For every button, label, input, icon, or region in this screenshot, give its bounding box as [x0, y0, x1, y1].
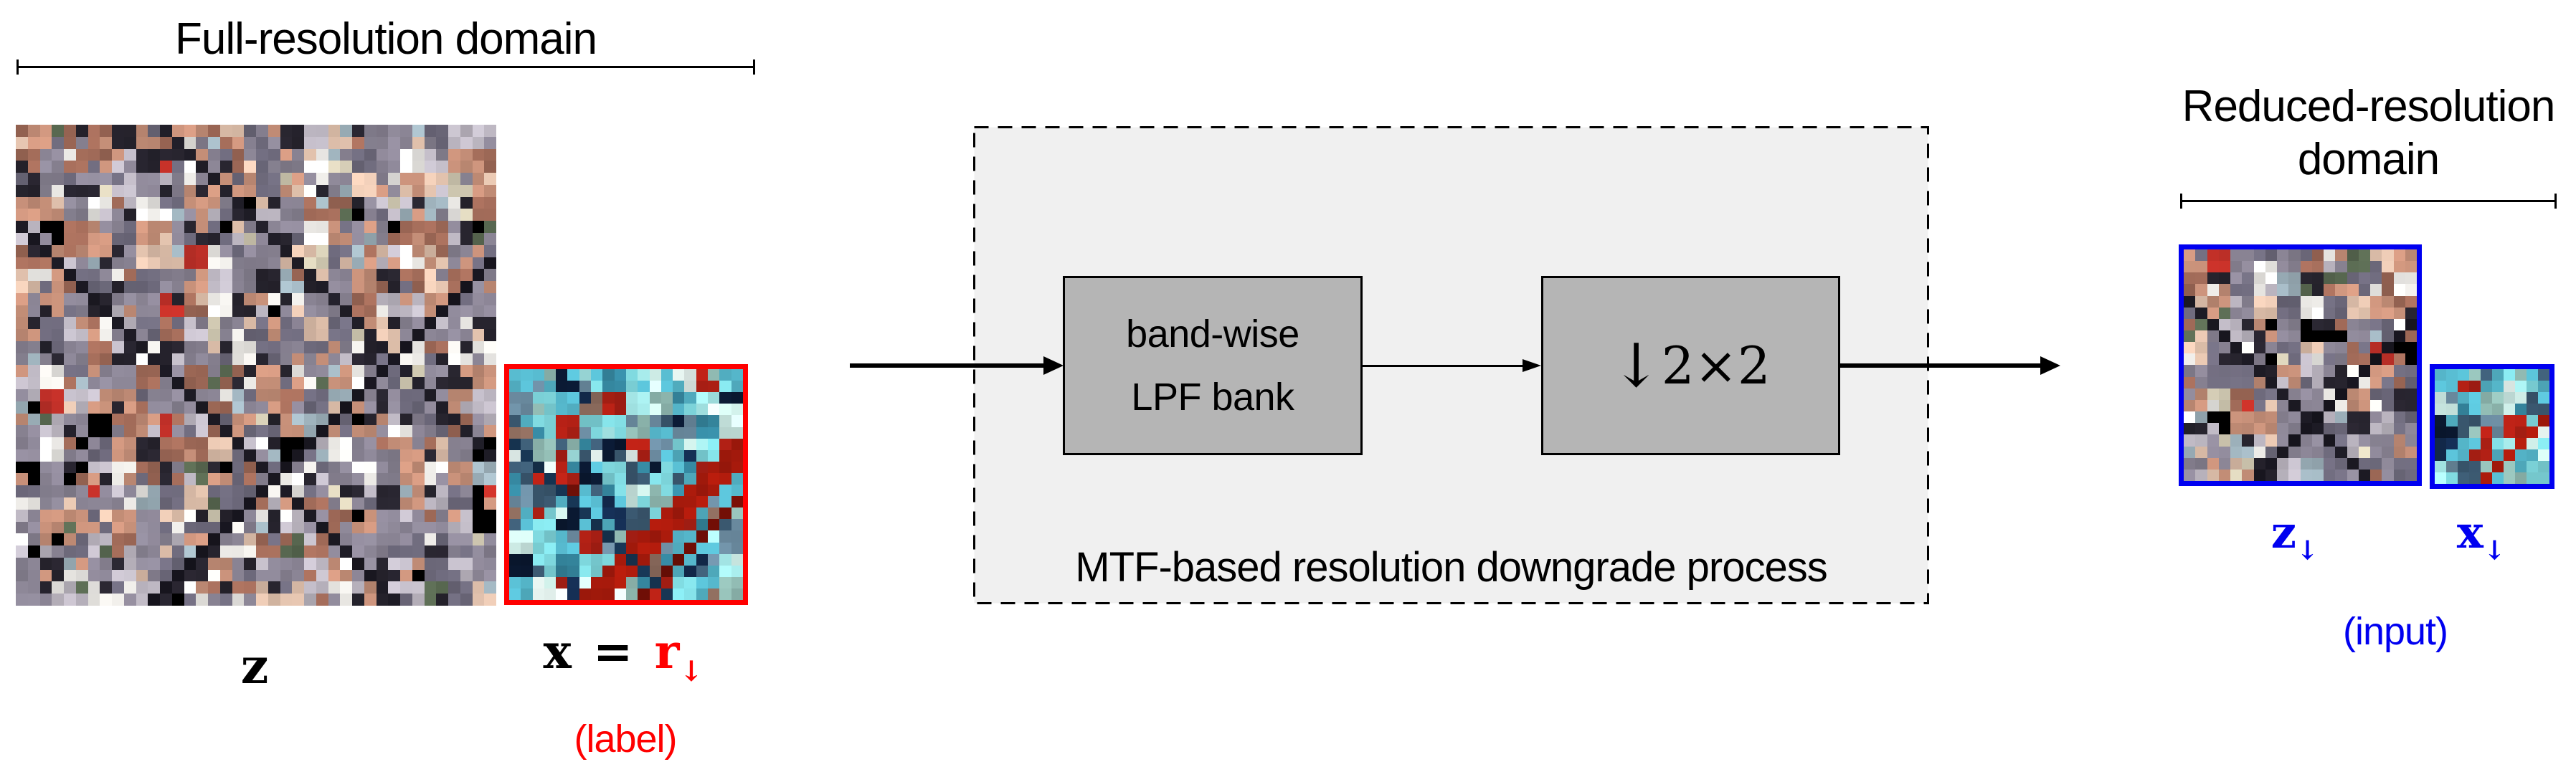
mtf-process-caption: MTF-based resolution downgrade process [1075, 544, 1827, 591]
lpf-block-line2: LPF bank [1131, 376, 1294, 419]
output-arrowhead-icon [2040, 356, 2060, 375]
downsample-arrow-icon: ↓ [1611, 330, 1662, 401]
x-down-symbol: x [2456, 506, 2483, 558]
x-down-arrow-icon: ↓ [2483, 534, 2506, 566]
x-reduced-image-blue-border [2430, 364, 2554, 489]
lpf-block-line1: band-wise [1126, 313, 1299, 356]
x-equals-r-label: x = r↓ [444, 628, 802, 695]
reduced-res-title-line2: domain [2297, 135, 2440, 184]
z-reduced-image-blue-border [2179, 244, 2422, 486]
full-res-domain-title: Full-resolution domain [175, 14, 597, 64]
full-res-bracket-tick-right [753, 59, 755, 75]
x-label-image-red-border [504, 364, 748, 605]
full-res-bracket-tick-left [16, 59, 19, 75]
x-symbol: x [543, 624, 572, 680]
bandwise-lpf-bank-block: band-wise LPF bank [1063, 276, 1363, 455]
full-res-bracket-line [16, 66, 755, 68]
input-arrowhead-icon [1043, 356, 1064, 375]
z-reduced-symbol-label: z↓ [2223, 510, 2367, 573]
reduced-res-title-line1: Reduced-resolution [2182, 82, 2556, 131]
label-annotation: (label) [574, 718, 677, 761]
reduced-res-domain-title: Reduced-resolution domain [2180, 80, 2557, 186]
input-annotation: (input) [2342, 610, 2448, 653]
z-down-symbol: z [2270, 506, 2297, 558]
reduced-res-bracket-tick-left [2180, 194, 2182, 209]
downsample-2x2-block: ↓2×2 [1541, 276, 1840, 455]
reduced-res-bracket-line [2180, 200, 2557, 202]
down-arrow-icon: ↓ [679, 654, 704, 688]
z-down-arrow-icon: ↓ [2296, 534, 2319, 566]
equals-sign: = [593, 624, 633, 680]
z-full-resolution-image [16, 125, 496, 606]
x-reduced-symbol-label: x↓ [2410, 510, 2553, 573]
inter-block-arrowhead-icon [1523, 359, 1541, 372]
input-arrow-shaft [850, 363, 1045, 368]
output-arrow-shaft [1840, 363, 2041, 368]
reduced-res-bracket-tick-right [2554, 194, 2557, 209]
downsample-factor: 2×2 [1661, 335, 1771, 396]
z-symbol-label: z [240, 638, 269, 695]
inter-block-arrow-shaft [1363, 365, 1523, 367]
r-symbol: r [654, 624, 680, 680]
